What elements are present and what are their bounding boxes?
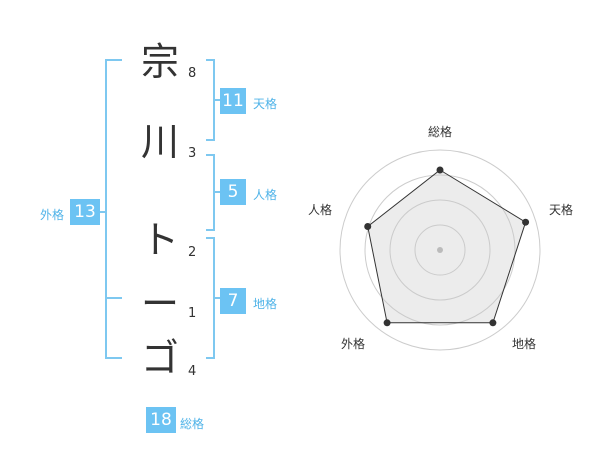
tenkaku-value: 11: [220, 88, 246, 114]
radar-point-tenkaku: [522, 218, 530, 226]
radar-polygon: [367, 169, 527, 324]
radar-point-chikaku: [489, 319, 497, 327]
name-char-2: 川: [140, 120, 179, 164]
jinkaku-label: 人格: [253, 188, 278, 202]
chikaku-label: 地格: [253, 297, 278, 311]
gaikaku-label: 外格: [40, 208, 65, 222]
radar-point-soukaku: [436, 166, 444, 174]
radar-point-jinkaku: [364, 223, 372, 231]
stroke-count-3: 2: [188, 245, 197, 260]
stroke-count-1: 8: [188, 66, 197, 81]
soukaku-value: 18: [146, 407, 176, 433]
radar-label-jinkaku: 人格: [308, 203, 333, 217]
chikaku-value: 7: [220, 288, 246, 314]
jinkaku-bracket: [206, 154, 215, 231]
name-char-5: ゴ: [140, 336, 179, 380]
gaikaku-bracket: [105, 59, 122, 359]
tenkaku-bracket: [206, 59, 215, 141]
radar-label-soukaku: 総格: [428, 125, 453, 139]
jinkaku-value: 5: [220, 179, 246, 205]
name-char-1: 宗: [140, 40, 179, 84]
tenkaku-label: 天格: [253, 97, 278, 111]
radar-chart: [339, 149, 541, 351]
radar-label-chikaku: 地格: [512, 337, 537, 351]
chikaku-bracket: [206, 237, 215, 359]
radar-point-gaikaku: [383, 319, 391, 327]
name-char-4: ー: [140, 282, 179, 326]
stroke-count-4: 1: [188, 306, 197, 321]
stroke-count-5: 4: [188, 364, 197, 379]
radar-label-tenkaku: 天格: [549, 203, 574, 217]
stroke-count-2: 3: [188, 146, 197, 161]
gaikaku-value: 13: [70, 199, 100, 225]
radar-center: [437, 247, 443, 253]
radar-label-gaikaku: 外格: [341, 337, 366, 351]
name-char-3: ト: [140, 218, 179, 262]
soukaku-label: 総格: [180, 417, 205, 431]
